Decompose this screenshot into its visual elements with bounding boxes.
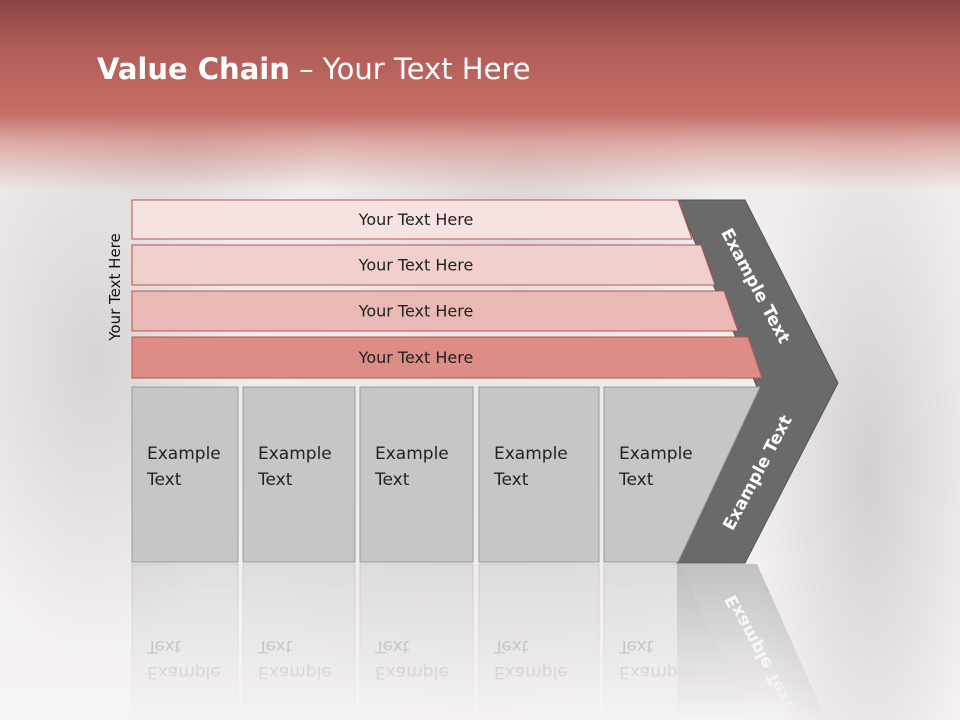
title-bold: Value Chain — [97, 52, 290, 86]
reflection-cell-line1: Example — [375, 662, 449, 682]
row-band — [131, 336, 763, 379]
row-label: Your Text Here — [358, 302, 474, 321]
reflection-cell-line2: Text — [146, 636, 182, 656]
row-label: Your Text Here — [358, 210, 474, 229]
cell-label-line2: Text — [257, 470, 293, 490]
cell-box — [242, 386, 356, 563]
cell-label-line1: Example — [258, 444, 332, 464]
cell-box — [603, 386, 761, 563]
reflection-cell-line1: Example — [619, 662, 693, 682]
title-rest: – Your Text Here — [289, 52, 531, 86]
row-band — [131, 199, 693, 240]
row-band — [131, 244, 716, 286]
reflection-cell — [242, 563, 356, 720]
cell-label-line1: Example — [147, 444, 221, 464]
reflection-cell-line1: Example — [258, 662, 332, 682]
reflection-cell-line2: Text — [618, 636, 654, 656]
reflection-cell-line2: Text — [374, 636, 410, 656]
reflection-cell-line2: Text — [257, 636, 293, 656]
cell-box — [359, 386, 474, 563]
cell-label-line1: Example — [375, 444, 449, 464]
reflection-cell-line1: Example — [147, 662, 221, 682]
row-label: Your Text Here — [358, 348, 474, 367]
header-band — [0, 0, 960, 190]
reflection-cell — [478, 563, 600, 720]
reflection-cell — [131, 563, 239, 720]
cell-label-line2: Text — [618, 470, 654, 490]
cell-label-line1: Example — [494, 444, 568, 464]
cell-label-line1: Example — [619, 444, 693, 464]
cell-label-line2: Text — [374, 470, 410, 490]
cell-label-line2: Text — [493, 470, 529, 490]
row-label: Your Text Here — [358, 256, 474, 275]
page-title: Value Chain – Your Text Here — [97, 52, 531, 86]
reflection-cell — [359, 563, 474, 720]
cell-label-line2: Text — [146, 470, 182, 490]
cell-box — [478, 386, 600, 563]
row-band — [131, 290, 739, 332]
cell-box — [131, 386, 239, 563]
reflection-chevron — [677, 564, 827, 720]
reflection-cell-line1: Example — [494, 662, 568, 682]
reflection-cell-line2: Text — [493, 636, 529, 656]
